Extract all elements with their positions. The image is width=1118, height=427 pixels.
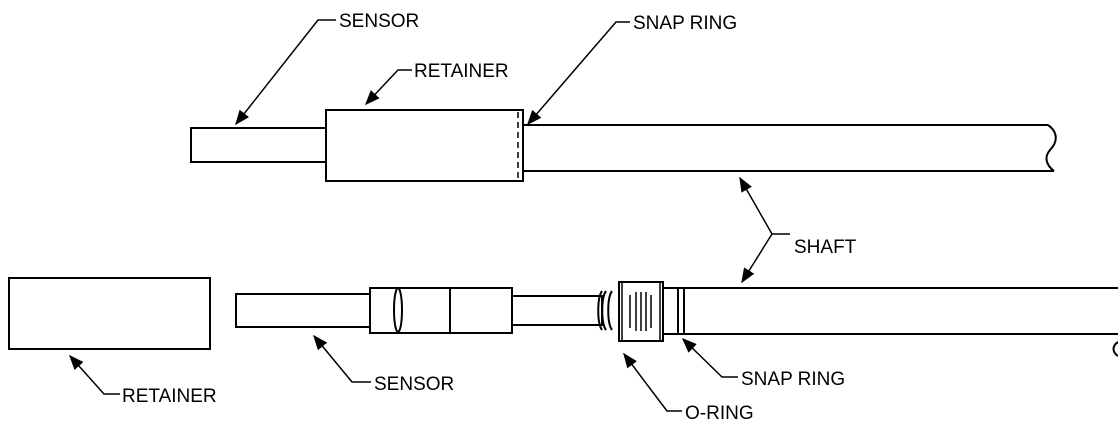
- callout-bottom-snap-ring: SNAP RING: [681, 337, 845, 390]
- bottom-snap-ring-nut: [618, 281, 664, 342]
- label-bottom-snap-ring: SNAP RING: [741, 369, 845, 390]
- callout-bottom-retainer: RETAINER: [68, 354, 217, 407]
- bottom-assembly: [8, 277, 1118, 357]
- callout-shaft: SHAFT: [739, 176, 857, 284]
- label-bottom-sensor: SENSOR: [374, 374, 454, 395]
- label-top-retainer: RETAINER: [414, 61, 509, 82]
- top-shaft: [523, 124, 1057, 172]
- callout-top-retainer: RETAINER: [364, 61, 509, 106]
- top-assembly: [190, 109, 1057, 182]
- bottom-retainer-body: [8, 277, 211, 350]
- o-ring-part: [597, 290, 613, 331]
- callout-o-ring: O-RING: [623, 352, 754, 424]
- bottom-sensor-probe: [235, 293, 373, 328]
- label-o-ring: O-RING: [685, 403, 754, 424]
- bottom-sensor-stem: [511, 295, 603, 326]
- label-bottom-retainer: RETAINER: [122, 386, 217, 407]
- top-sensor-body: [190, 127, 327, 163]
- callout-top-sensor: SENSOR: [235, 11, 419, 126]
- label-top-snap-ring: SNAP RING: [633, 13, 737, 34]
- bottom-shaft: [663, 287, 1118, 357]
- bottom-sensor-body: [369, 287, 513, 334]
- label-top-sensor: SENSOR: [339, 11, 419, 32]
- top-retainer-body: [325, 109, 524, 182]
- callout-top-snap-ring: SNAP RING: [527, 13, 737, 126]
- callout-bottom-sensor: SENSOR: [313, 334, 454, 395]
- label-shaft: SHAFT: [794, 237, 857, 258]
